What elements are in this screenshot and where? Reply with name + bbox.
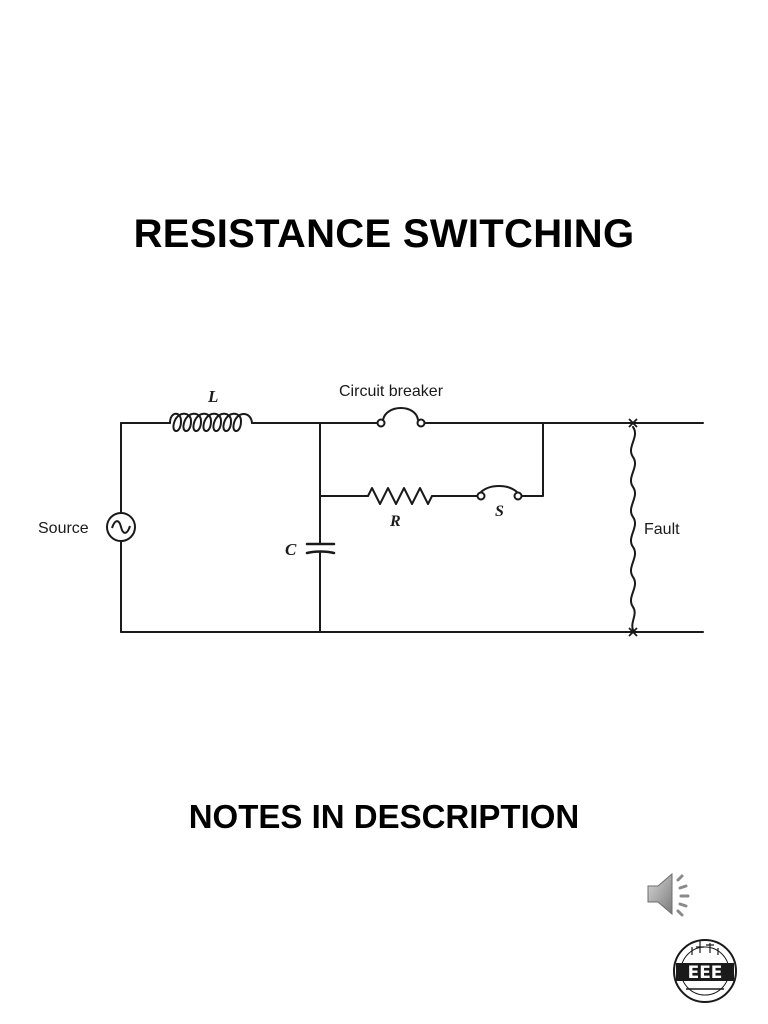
fault-cross-top — [628, 418, 638, 428]
switch-contact-left — [476, 491, 486, 501]
breaker-arc — [382, 407, 419, 421]
speaker-icon[interactable] — [640, 866, 700, 922]
circuit-diagram: L Circuit breaker Source C R S Fault — [38, 383, 704, 637]
fault-cross-bottom — [628, 627, 638, 637]
cap-plate-bottom — [305, 550, 336, 555]
fault-wave — [630, 426, 636, 631]
label-breaker: Circuit breaker — [339, 383, 444, 400]
inductor-coil — [169, 412, 253, 432]
eee-logo: EEE — [673, 939, 737, 1003]
label-source: Source — [38, 520, 89, 537]
ac-wave — [111, 520, 131, 534]
breaker-contact-right — [416, 418, 426, 428]
switch-wire-right — [520, 422, 544, 497]
logo-text: EEE — [688, 963, 723, 983]
slide-footer: NOTES IN DESCRIPTION — [188, 798, 580, 835]
slide-title: RESISTANCE SWITCHING — [133, 212, 635, 256]
label-switch: S — [495, 503, 504, 520]
switch-contact-right — [513, 491, 523, 501]
resistor-zigzag — [367, 487, 433, 505]
label-capacitor: C — [285, 540, 297, 559]
label-resistor: R — [389, 513, 401, 530]
label-inductor: L — [207, 387, 218, 406]
switch-blade — [480, 485, 518, 493]
label-fault: Fault — [644, 521, 680, 538]
breaker-contact-left — [376, 418, 386, 428]
